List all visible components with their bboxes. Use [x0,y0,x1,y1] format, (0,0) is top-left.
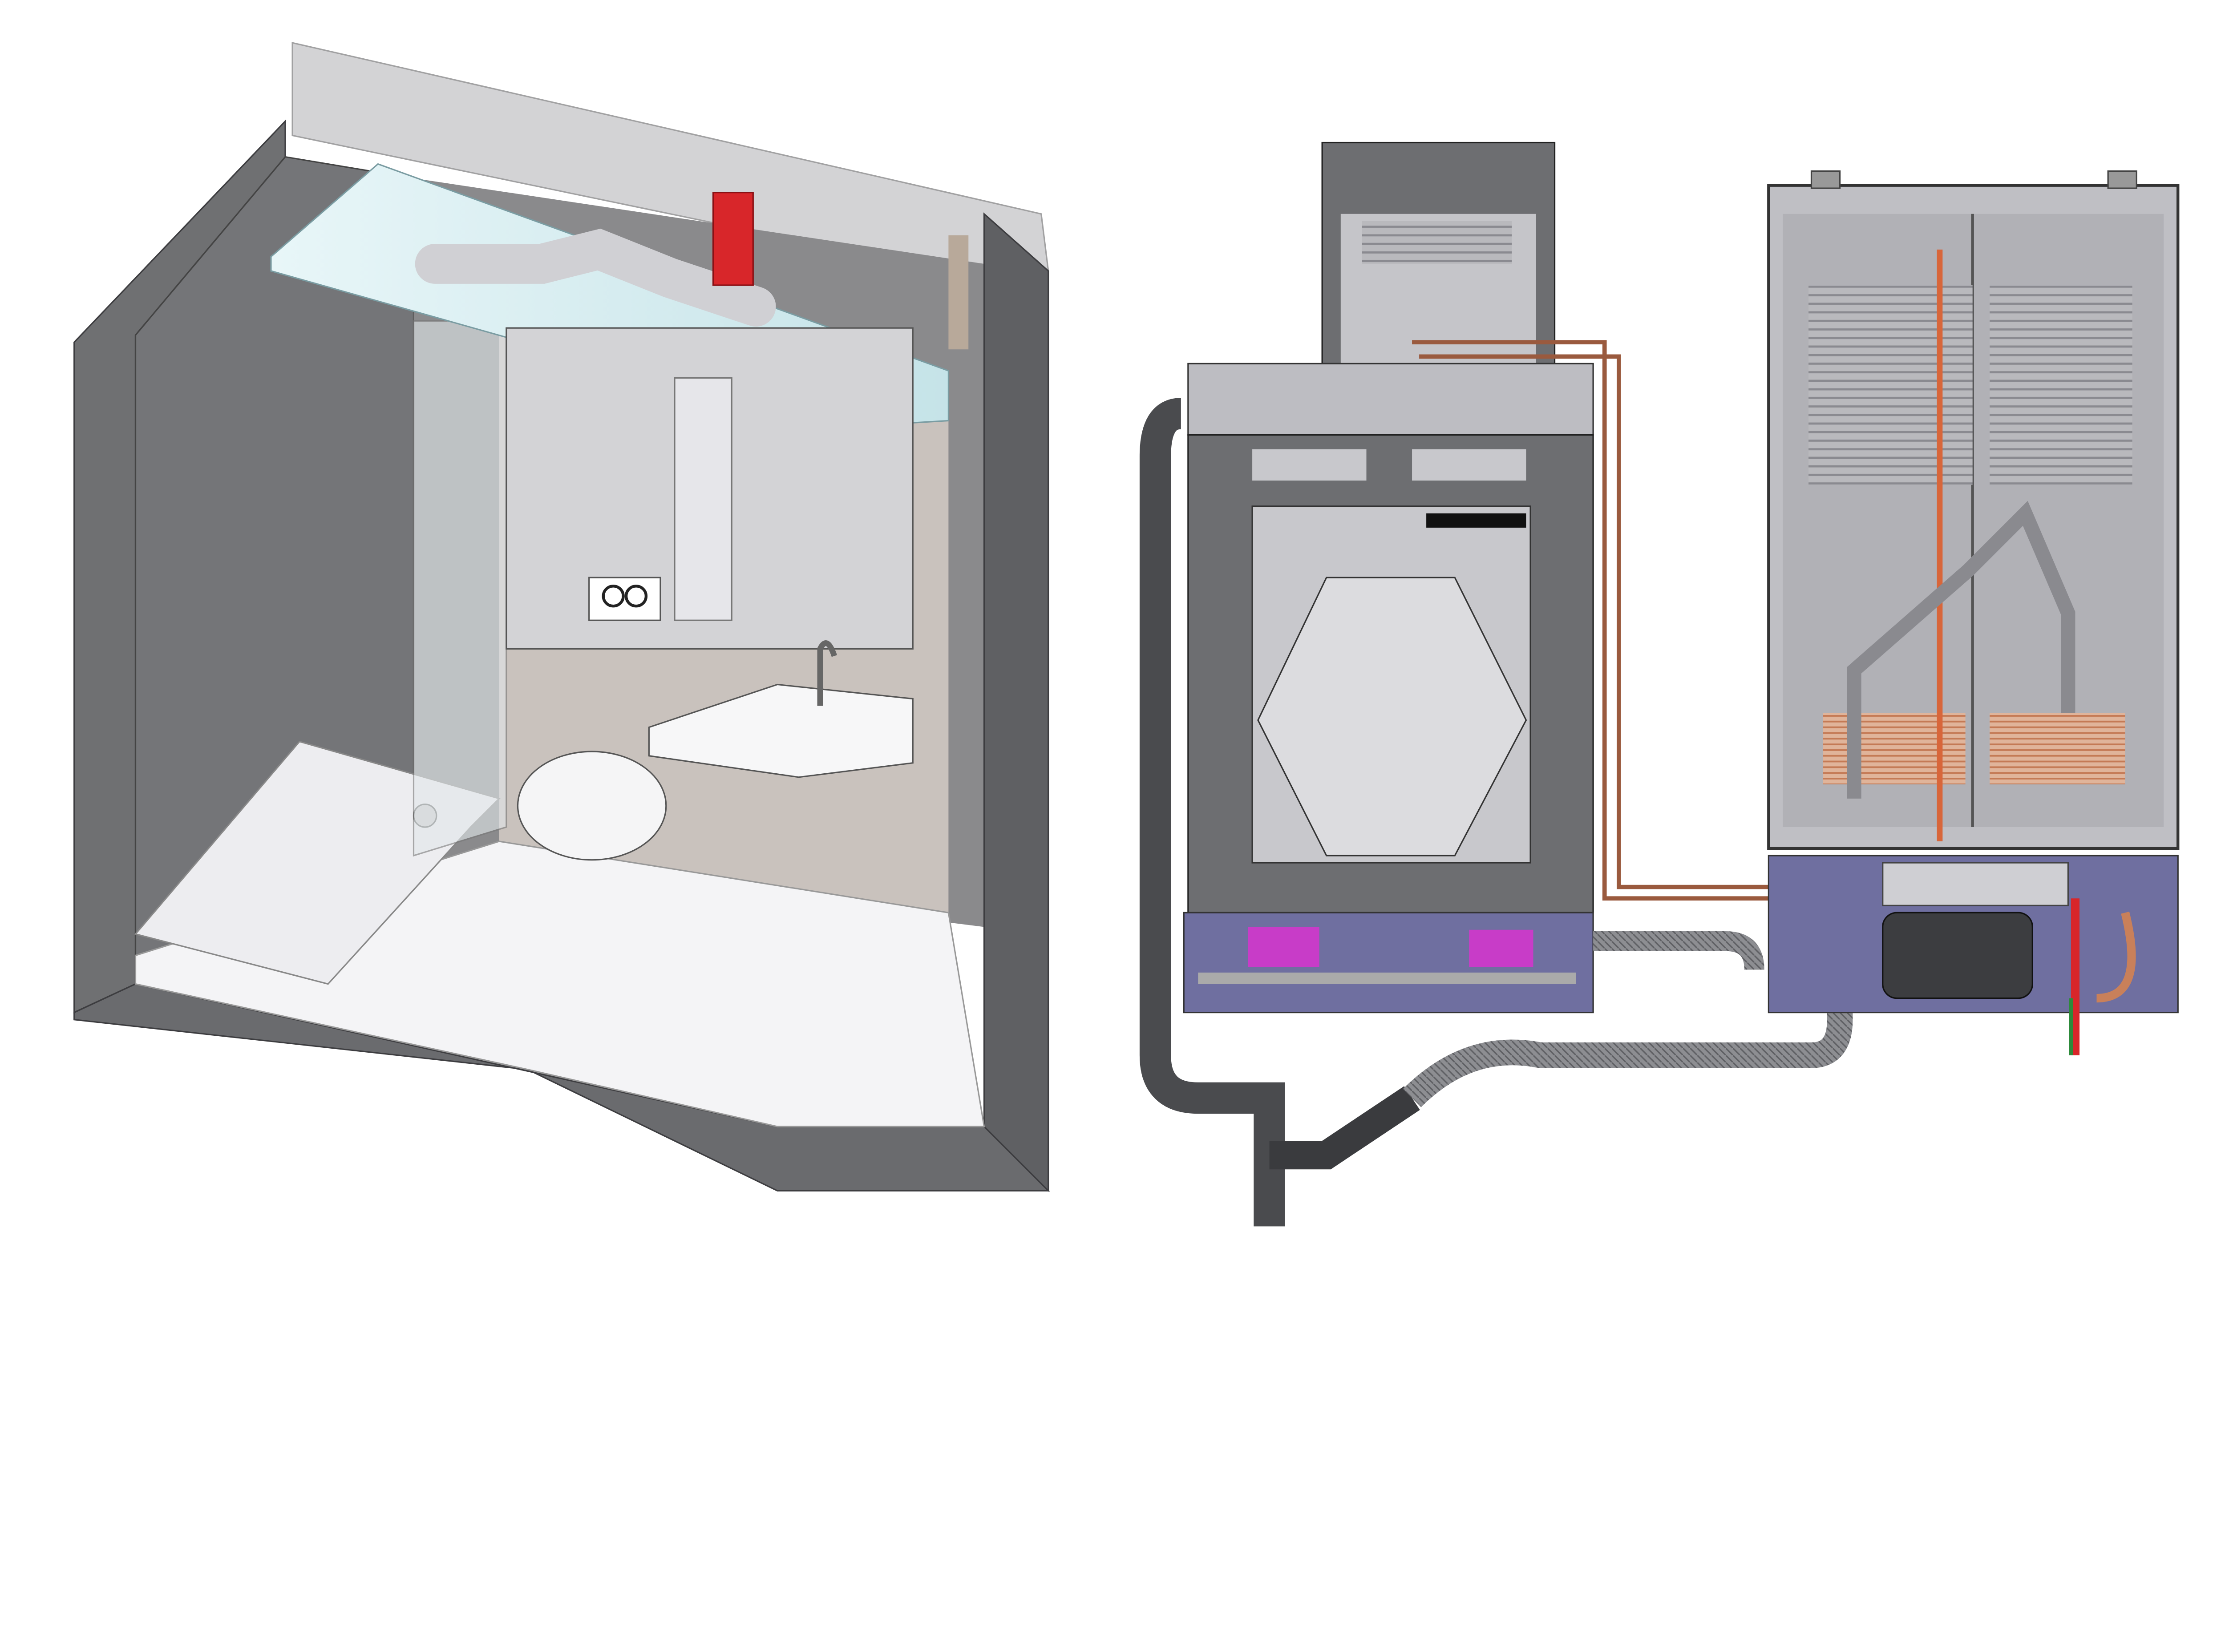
ventilation-unit [1139,141,1594,1227]
flush-plate [588,577,661,621]
hose-to-base [1593,931,1764,970]
display-slot [1426,513,1526,528]
coil-left [1808,285,1973,485]
hexagon-exchanger [1257,577,1527,856]
washbasin [648,683,914,778]
faucet [817,640,837,706]
shower-glass [413,320,507,857]
coil-fins [1362,221,1512,264]
flush-button-icon [602,585,625,608]
copper-loop [2096,911,2136,1003]
unit-top-plate [1187,363,1594,436]
copper-exchanger-right [1990,713,2125,784]
base-rail [1198,972,1576,984]
condensate-pipe [1139,398,1285,1227]
mount-tab [2107,170,2137,189]
flexible-hose [1403,984,1853,1107]
vent-pipe [948,235,969,350]
red-exhaust-duct [712,192,754,286]
outer-wall-right [983,212,1049,1192]
flush-button-icon [624,585,648,608]
coil-right [1990,285,2132,485]
compressor-housing [1882,862,2069,906]
refrigerant-lines [1412,340,1776,901]
magenta-block [1248,927,1319,967]
mount-tab [1810,170,1841,189]
grille-left [1252,449,1367,481]
illustration-stage [73,42,2180,1227]
internal-pipe [1847,501,2075,799]
copper-exchanger-left [1823,713,1966,784]
heat-pump-unit [1767,170,2180,1055]
cad-illustration [73,42,2180,1227]
bathroom-pod [73,42,1050,1192]
magenta-block [1469,929,1533,967]
cabinet-shelf [674,377,732,621]
ventilation-duct [415,228,776,327]
toilet [517,751,667,861]
drain-branch [1269,1086,1420,1170]
grille-right [1412,449,1526,481]
compressor [1882,912,2033,999]
floor-front-wall [73,983,1050,1192]
